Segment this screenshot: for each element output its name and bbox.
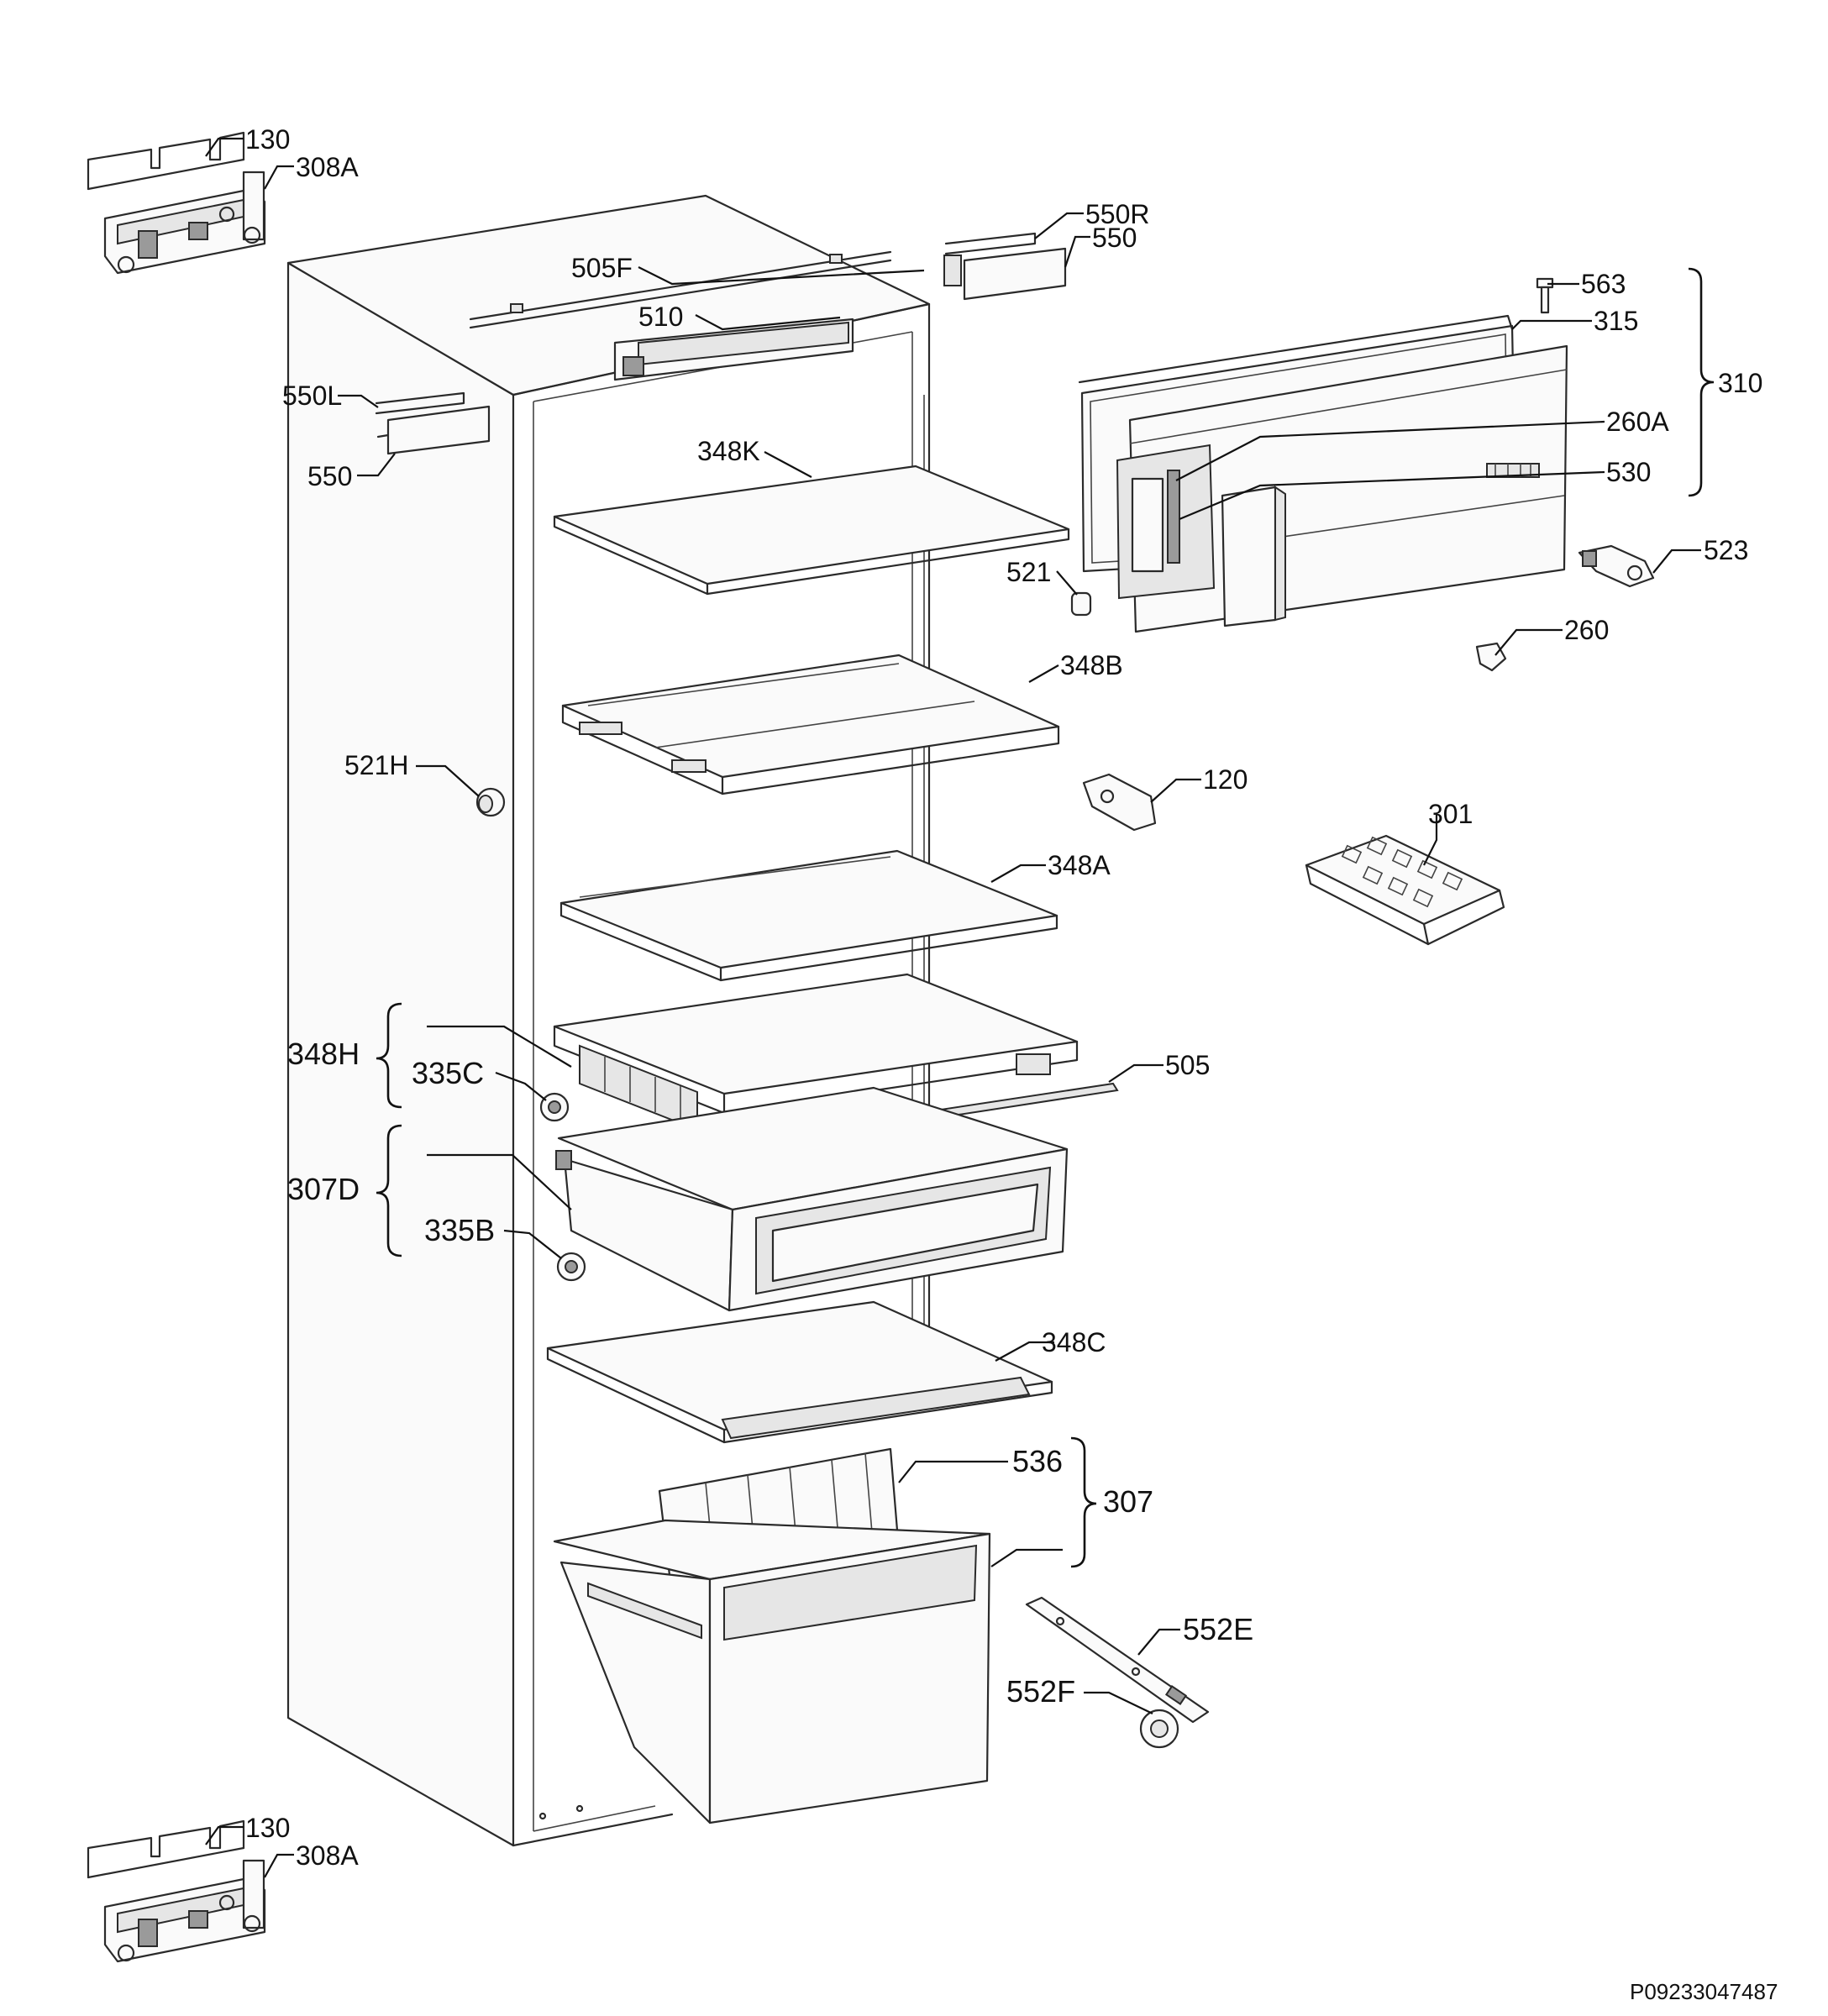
- label-120: 120: [1203, 764, 1248, 795]
- label-310: 310: [1718, 368, 1762, 398]
- shelf-348H: [553, 973, 1079, 1131]
- label-348C: 348C: [1042, 1327, 1106, 1357]
- drawer-307: [553, 1519, 991, 1824]
- cap-521: [1070, 591, 1092, 617]
- handle-120: [1082, 773, 1157, 832]
- label-260A: 260A: [1606, 407, 1669, 437]
- label-307D: 307D: [287, 1172, 360, 1206]
- knob-335B: [556, 1252, 586, 1282]
- label-505: 505: [1165, 1050, 1210, 1080]
- label-521: 521: [1006, 557, 1051, 587]
- label-348A: 348A: [1048, 850, 1111, 880]
- label-348K: 348K: [697, 436, 760, 466]
- label-563: 563: [1581, 269, 1626, 299]
- label-550-left: 550: [307, 461, 352, 491]
- label-505F: 505F: [571, 253, 633, 283]
- drawer-307D: [555, 1086, 1069, 1312]
- label-523: 523: [1704, 535, 1748, 565]
- control-symbol: [1486, 463, 1540, 478]
- label-308A-bottom: 308A: [296, 1840, 359, 1871]
- label-550-right: 550: [1092, 223, 1137, 253]
- shelf-348A: [559, 849, 1058, 982]
- label-550L: 550L: [282, 381, 342, 411]
- hinge-top: [103, 171, 266, 275]
- hinge-plate-bottom: [87, 1819, 245, 1879]
- label-510: 510: [638, 302, 683, 332]
- knob-552F: [1139, 1709, 1179, 1749]
- knob-521H: [475, 787, 506, 817]
- part-labels: 130 308A 505F 510 550R 550 550L 550 563 …: [245, 124, 1778, 2004]
- label-301: 301: [1428, 799, 1473, 829]
- cover-550-left: [375, 391, 491, 455]
- label-307: 307: [1103, 1484, 1153, 1519]
- brace-348H: [376, 1002, 402, 1109]
- label-315: 315: [1594, 306, 1638, 336]
- label-130-bottom: 130: [245, 1813, 290, 1843]
- door-310: [1078, 314, 1568, 633]
- hinge-bottom: [103, 1859, 266, 1963]
- label-335B: 335B: [424, 1213, 495, 1247]
- label-348B: 348B: [1060, 650, 1123, 680]
- ice-tray-301: [1305, 834, 1505, 946]
- cover-550-right: [943, 232, 1067, 301]
- brace-310: [1688, 267, 1715, 497]
- shelf-348C: [546, 1300, 1053, 1444]
- label-260: 260: [1564, 615, 1609, 645]
- hinge-plate-top: [87, 131, 245, 191]
- label-552E: 552E: [1183, 1612, 1253, 1646]
- knob-335C: [539, 1092, 570, 1122]
- label-308A-top: 308A: [296, 152, 359, 182]
- label-521H: 521H: [344, 750, 409, 780]
- clip-260: [1475, 642, 1507, 672]
- label-552F: 552F: [1006, 1674, 1075, 1709]
- leader-lines: [205, 137, 1701, 1878]
- label-130-top: 130: [245, 124, 290, 155]
- label-348H: 348H: [287, 1037, 360, 1071]
- label-530: 530: [1606, 457, 1651, 487]
- brace-307D: [376, 1124, 402, 1257]
- shelf-348B: [561, 654, 1060, 795]
- shelf-348K: [553, 465, 1070, 596]
- label-536: 536: [1012, 1444, 1063, 1478]
- label-550R: 550R: [1085, 199, 1150, 229]
- rail-552E: [1025, 1596, 1210, 1724]
- label-335C: 335C: [412, 1056, 484, 1090]
- brace-307: [1070, 1436, 1097, 1568]
- cabinet-body: [286, 194, 931, 1847]
- document-code: P09233047487: [1630, 1979, 1778, 2004]
- bracket-523: [1578, 544, 1655, 588]
